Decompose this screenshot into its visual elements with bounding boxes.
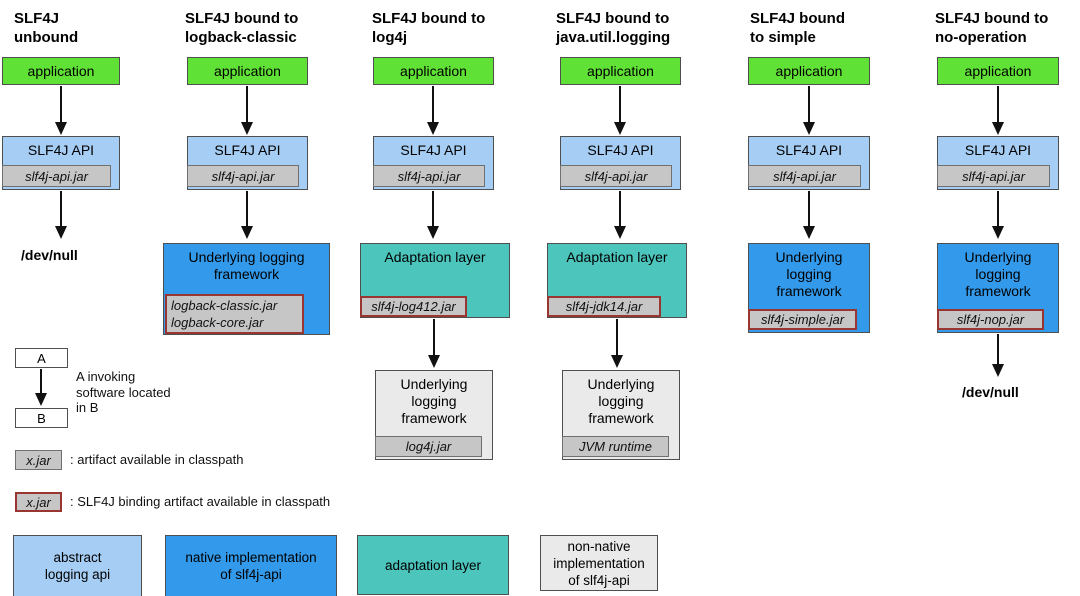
slf4j-api-label: SLF4J API (214, 142, 281, 158)
slf4j-api-label: SLF4J API (587, 142, 654, 158)
slf4j-api-box: SLF4J API slf4j-api.jar (560, 136, 681, 190)
framework-label: Underlying logging framework (587, 376, 655, 426)
application-label: application (400, 63, 467, 79)
framework-jar-label-jul: JVM runtime (562, 436, 669, 457)
arrow-adapter-to-framework (428, 319, 440, 368)
slf4j-api-jar-label: slf4j-api.jar (748, 165, 861, 187)
arrow-api-down (427, 191, 439, 239)
adaptation-layer-box-log4j: Adaptation layer slf4j-log412.jar (360, 243, 510, 318)
legend-binding-jar-box: x.jar (15, 492, 62, 512)
application-label: application (27, 63, 95, 79)
arrow-app-to-api (803, 86, 815, 135)
slf4j-api-box: SLF4J API slf4j-api.jar (2, 136, 120, 190)
binding-jar-label-logback: logback-classic.jar logback-core.jar (165, 294, 304, 334)
binding-jar-label-log4j: slf4j-log412.jar (360, 296, 467, 317)
underlying-framework-box-simple: Underlying logging framework slf4j-simpl… (748, 243, 870, 333)
binding-jar-label-simple: slf4j-simple.jar (748, 309, 857, 330)
arrow-app-to-api (427, 86, 439, 135)
slf4j-api-label: SLF4J API (775, 142, 843, 158)
arrow-api-down (55, 191, 67, 239)
slf4j-api-label: SLF4J API (27, 142, 95, 158)
underlying-framework-box-nop: Underlying logging framework slf4j-nop.j… (937, 243, 1059, 333)
column-title-nop: SLF4J bound to no-operation (935, 10, 1049, 46)
underlying-framework-box-logback: Underlying logging framework logback-cla… (163, 243, 330, 335)
arrow-api-down (614, 191, 626, 239)
application-box: application (937, 57, 1059, 85)
binding-jar-label-jul: slf4j-jdk14.jar (547, 296, 661, 317)
legend-category-abstract-logging-api: abstract logging api (13, 535, 142, 596)
legend-category-non-native-implementation: non-native implementation of slf4j-api (540, 535, 658, 591)
arrow-api-down (992, 191, 1004, 239)
legend-category-native-implementation: native implementation of slf4j-api (165, 535, 337, 596)
application-box: application (187, 57, 308, 85)
adaptation-layer-box-jul: Adaptation layer slf4j-jdk14.jar (547, 243, 687, 318)
slf4j-api-jar-label: slf4j-api.jar (937, 165, 1050, 187)
column-title-log4j: SLF4J bound to log4j (372, 10, 486, 46)
arrow-framework-to-devnull (992, 334, 1004, 377)
devnull-label: /dev/null (962, 384, 1019, 400)
application-label: application (214, 63, 281, 79)
application-label: application (775, 63, 843, 79)
slf4j-api-label: SLF4J API (400, 142, 467, 158)
legend-invoking-caption: A invoking software located in B (76, 369, 171, 415)
column-title-logback: SLF4J bound to logback-classic (185, 10, 299, 46)
arrow-app-to-api (614, 86, 626, 135)
arrow-adapter-to-framework (611, 319, 623, 368)
binding-jar-label-nop: slf4j-nop.jar (937, 309, 1044, 330)
column-title-simple: SLF4J bound to simple (750, 10, 845, 46)
slf4j-api-jar-label: slf4j-api.jar (187, 165, 299, 187)
legend-arrow-a-to-b (35, 369, 47, 406)
framework-label: Underlying logging framework (964, 249, 1032, 299)
slf4j-api-box: SLF4J API slf4j-api.jar (937, 136, 1059, 190)
slf4j-api-jar-label: slf4j-api.jar (2, 165, 111, 187)
slf4j-api-jar-label: slf4j-api.jar (560, 165, 672, 187)
framework-label: Underlying logging framework (400, 376, 468, 426)
slf4j-api-box: SLF4J API slf4j-api.jar (373, 136, 494, 190)
legend-plain-jar-box: x.jar (15, 450, 62, 470)
legend-box-b: B (15, 408, 68, 428)
slf4j-api-jar-label: slf4j-api.jar (373, 165, 485, 187)
legend-binding-jar-caption: : SLF4J binding artifact available in cl… (70, 494, 331, 509)
arrow-app-to-api (992, 86, 1004, 135)
arrow-app-to-api (241, 86, 253, 135)
slf4j-api-label: SLF4J API (964, 142, 1032, 158)
column-title-jul: SLF4J bound to java.util.logging (556, 10, 671, 46)
arrow-app-to-api (55, 86, 67, 135)
framework-label: Underlying logging framework (775, 249, 843, 299)
underlying-framework-box-jul: Underlying logging framework JVM runtime (562, 370, 680, 460)
application-box: application (560, 57, 681, 85)
underlying-framework-box-log4j: Underlying logging framework log4j.jar (375, 370, 493, 460)
legend-box-a: A (15, 348, 68, 368)
application-label: application (587, 63, 654, 79)
legend-category-adaptation-layer: adaptation layer (357, 535, 509, 595)
application-box: application (2, 57, 120, 85)
arrow-api-down (241, 191, 253, 239)
devnull-label: /dev/null (21, 247, 78, 263)
framework-jar-label-log4j: log4j.jar (375, 436, 482, 457)
application-box: application (373, 57, 494, 85)
arrow-api-down (803, 191, 815, 239)
application-box: application (748, 57, 870, 85)
column-title-unbound: SLF4J unbound (14, 10, 79, 46)
adaptation-layer-label: Adaptation layer (566, 249, 668, 265)
framework-label: Underlying logging framework (188, 249, 305, 282)
slf4j-api-box: SLF4J API slf4j-api.jar (748, 136, 870, 190)
legend-plain-jar-caption: : artifact available in classpath (70, 452, 244, 467)
application-label: application (964, 63, 1032, 79)
slf4j-api-box: SLF4J API slf4j-api.jar (187, 136, 308, 190)
adaptation-layer-label: Adaptation layer (384, 249, 486, 265)
